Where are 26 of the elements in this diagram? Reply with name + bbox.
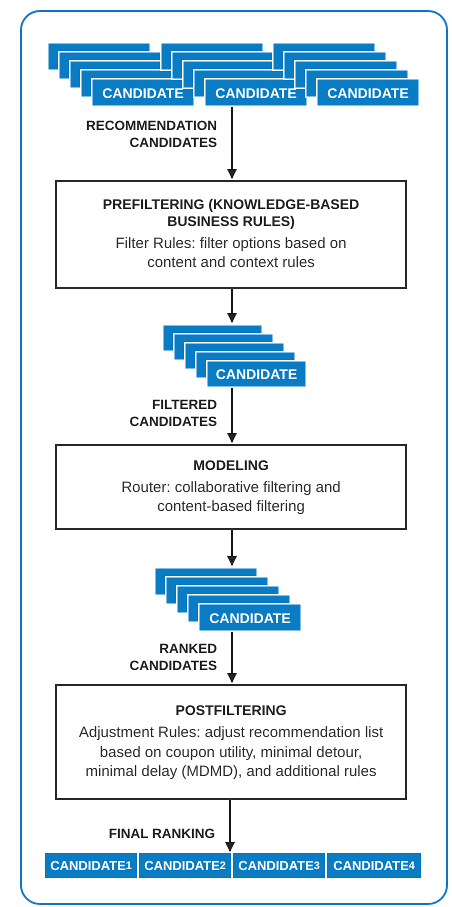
box-heading: PREFILTERING (KNOWLEDGE-BASED BUSINESS RULES)	[102, 196, 360, 230]
arrow	[225, 800, 235, 852]
card-label: CANDIDATE	[326, 84, 410, 102]
process-box	[55, 444, 407, 530]
process-box	[55, 180, 407, 289]
candidate-card-stack	[154, 567, 302, 632]
card-label: CANDIDATE	[214, 84, 298, 102]
box-heading: POSTFILTERING	[176, 702, 286, 720]
arrow	[227, 289, 237, 323]
edge-label: RANKED CANDIDATES	[128, 641, 217, 675]
box-heading: MODELING	[193, 457, 269, 474]
arrow	[227, 632, 237, 683]
arrow	[227, 530, 237, 566]
edge-label: FILTERED CANDIDATES	[128, 397, 217, 431]
box-description: Filter Rules: filter options based on content and context rules	[114, 234, 348, 273]
box-description: Router: collaborative filtering and content-based filtering	[120, 478, 342, 517]
box-description: Adjustment Rules: adjust recommendation list based on coupon utility, minimal detour, minimal delay (MDMD), and additional rules	[78, 723, 384, 782]
card-label: CANDIDATE	[208, 608, 292, 628]
arrow	[227, 388, 237, 443]
candidate-card-stack	[162, 324, 307, 388]
edge-label: FINAL RANKING	[108, 826, 215, 843]
arrow	[227, 107, 237, 179]
edge-label: RECOMMENDATION CANDIDATES	[85, 118, 217, 152]
card-label: CANDIDATE	[214, 365, 298, 384]
card-label: CANDIDATE	[101, 84, 185, 102]
process-box	[55, 684, 407, 800]
